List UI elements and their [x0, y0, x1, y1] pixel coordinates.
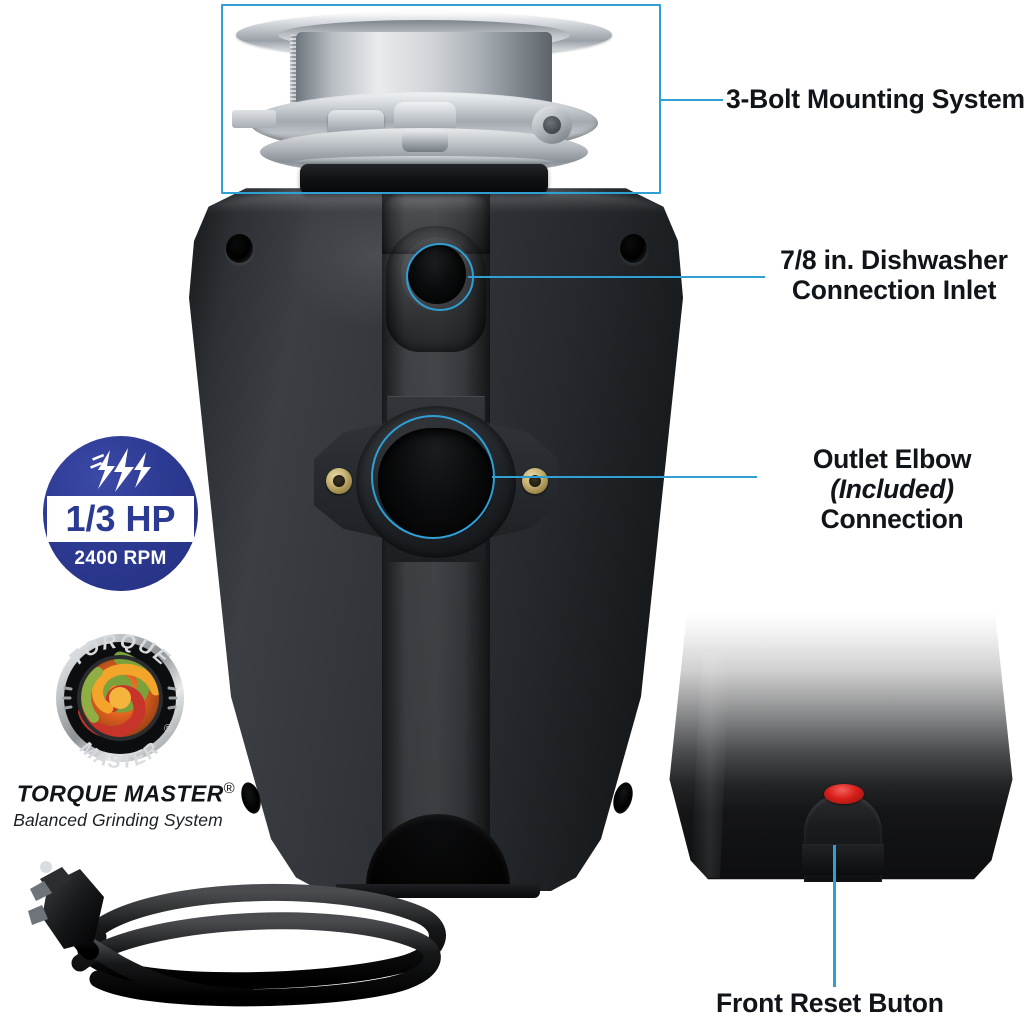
torque-master-wordmark: TORQUE MASTER® — [0, 780, 252, 808]
mounting-assembly — [232, 6, 612, 194]
callout-text-outlet-bold: Outlet Elbow — [812, 444, 972, 474]
registered-trademark-icon: ® — [223, 780, 236, 797]
lightning-bolts-icon — [43, 448, 198, 497]
mount-eyelet — [532, 106, 572, 144]
reset-button[interactable] — [824, 784, 864, 804]
leader-line-outlet-elbow — [492, 476, 757, 479]
callout-label-dishwasher-inlet: 7/8 in. Dishwasher Connection Inlet — [768, 245, 1020, 305]
reset-housing-step — [802, 844, 884, 875]
callout-label-outlet-elbow: Outlet Elbow (Included) Connection — [760, 444, 1024, 535]
mounting-hole-right — [620, 234, 647, 263]
mount-hub-nut — [402, 130, 448, 152]
callout-text-dishwasher-line1: 7/8 in. Dishwasher — [780, 245, 1008, 275]
flange-screw-right — [522, 468, 548, 494]
leader-line-mounting-system — [661, 99, 723, 102]
mount-tab-left — [232, 110, 276, 128]
flange-screw-left — [326, 468, 352, 494]
callout-text-dishwasher-line2: Connection Inlet — [791, 275, 997, 306]
mounting-hole-left — [226, 234, 253, 263]
rubber-gasket — [300, 164, 548, 194]
callout-label-mounting-system: 3-Bolt Mounting System — [726, 84, 1024, 114]
torque-master-emblem: TORQUE MASTER ® — [56, 631, 184, 770]
power-plug — [28, 861, 104, 949]
callout-text-outlet-line1: Outlet Elbow (Included) — [760, 444, 1024, 504]
emblem-registered-mark: ® — [164, 723, 172, 735]
callout-label-reset-button: Front Reset Buton — [716, 988, 944, 1018]
torque-master-wordmark-text: TORQUE MASTER — [16, 780, 224, 807]
highlight-circle-dishwasher-inlet — [406, 243, 474, 311]
horsepower-band: 1/3 HP — [47, 496, 194, 542]
highlight-circle-outlet-elbow — [371, 415, 495, 539]
highlight-box-mounting-system — [221, 4, 661, 194]
mounting-bolt-left — [290, 34, 301, 108]
leader-line-reset-button — [833, 845, 836, 987]
callout-text-mounting-system: 3-Bolt Mounting System — [726, 84, 1024, 114]
power-cord — [28, 861, 446, 1007]
horsepower-value: 1/3 HP — [65, 498, 176, 539]
horsepower-badge: 1/3 HP 2400 RPM — [43, 436, 198, 591]
rpm-value: 2400 RPM — [74, 548, 167, 569]
housing-base-foot — [336, 884, 540, 898]
callout-text-reset-button: Front Reset Buton — [716, 988, 944, 1018]
callout-text-outlet-included: (Included) — [830, 474, 954, 505]
bottom-detail-inset — [666, 612, 1016, 882]
leader-line-dishwasher-inlet — [468, 276, 765, 279]
torque-master-tagline: Balanced Grinding System — [13, 810, 223, 830]
callout-text-outlet-line2: Connection — [820, 504, 964, 535]
